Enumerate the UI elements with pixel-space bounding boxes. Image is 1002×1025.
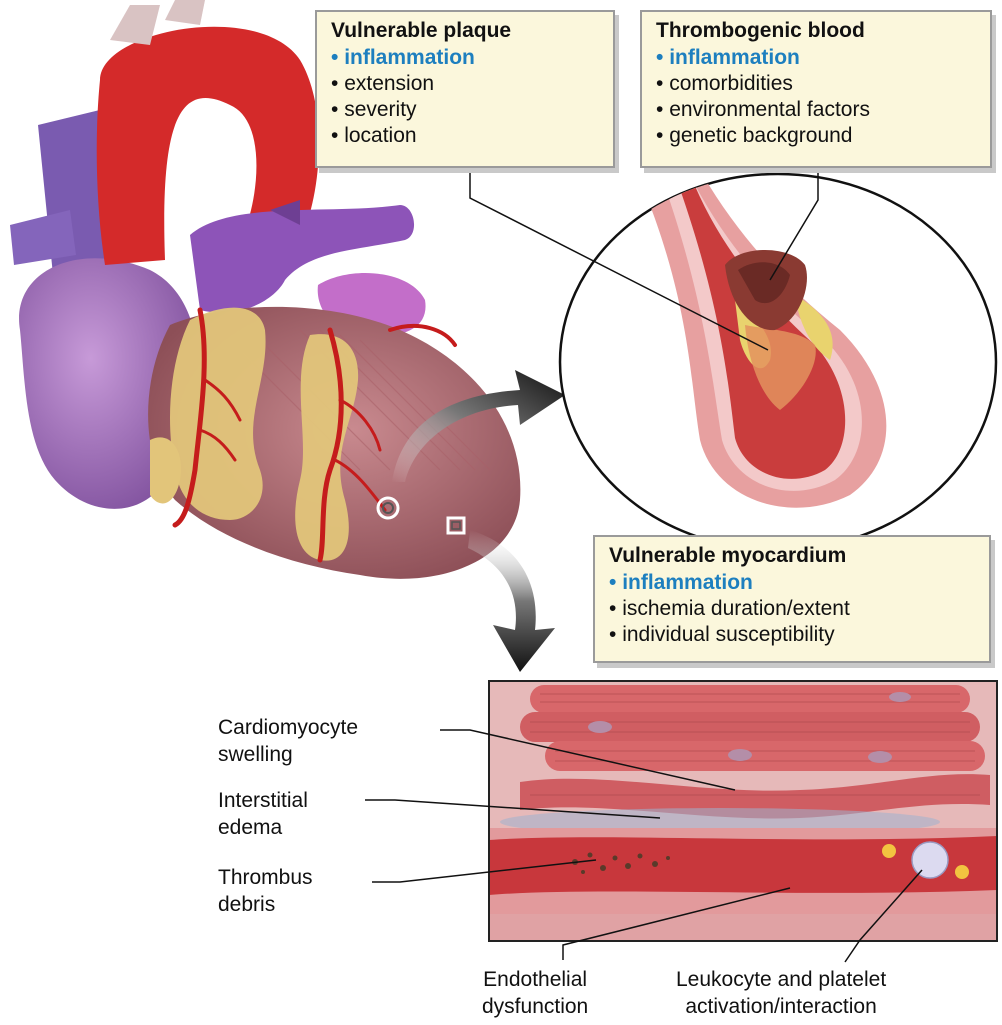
label-line: Thrombus bbox=[218, 864, 313, 891]
label-leukocyte-platelet-activation: Leukocyte and platelet activation/intera… bbox=[676, 966, 886, 1020]
label-interstitial-edema: Interstitial edema bbox=[218, 787, 308, 841]
thrombogenic-blood-box: Thrombogenic blood inflammation comorbid… bbox=[640, 10, 992, 168]
label-thrombus-debris: Thrombus debris bbox=[218, 864, 313, 918]
label-line: Leukocyte and platelet bbox=[676, 966, 886, 993]
vulnerable-myocardium-box: Vulnerable myocardium inflammation ische… bbox=[593, 535, 991, 663]
coronary-artery-cross-section bbox=[560, 170, 996, 550]
box-title: Thrombogenic blood bbox=[656, 18, 978, 44]
curved-arrow-down bbox=[468, 530, 555, 672]
label-line: swelling bbox=[218, 741, 358, 768]
vulnerable-plaque-box: Vulnerable plaque inflammation extension… bbox=[315, 10, 615, 168]
label-cardiomyocyte-swelling: Cardiomyocyte swelling bbox=[218, 714, 358, 768]
label-line: Interstitial bbox=[218, 787, 308, 814]
list-item: ischemia duration/extent bbox=[609, 596, 977, 622]
list-item: individual susceptibility bbox=[609, 622, 977, 648]
list-item: comorbidities bbox=[656, 71, 978, 97]
label-line: activation/interaction bbox=[676, 993, 886, 1020]
label-line: edema bbox=[218, 814, 308, 841]
list-item: location bbox=[331, 123, 601, 149]
label-endothelial-dysfunction: Endothelial dysfunction bbox=[482, 966, 588, 1020]
label-line: Endothelial bbox=[482, 966, 588, 993]
box-title: Vulnerable myocardium bbox=[609, 543, 977, 569]
list-item: environmental factors bbox=[656, 97, 978, 123]
list-item: inflammation bbox=[331, 45, 601, 71]
list-item: inflammation bbox=[609, 570, 977, 596]
list-item: extension bbox=[331, 71, 601, 97]
list-item: severity bbox=[331, 97, 601, 123]
label-line: Cardiomyocyte bbox=[218, 714, 358, 741]
list-item: inflammation bbox=[656, 45, 978, 71]
label-line: dysfunction bbox=[482, 993, 588, 1020]
label-line: debris bbox=[218, 891, 313, 918]
list-item: genetic background bbox=[656, 123, 978, 149]
box-title: Vulnerable plaque bbox=[331, 18, 601, 44]
